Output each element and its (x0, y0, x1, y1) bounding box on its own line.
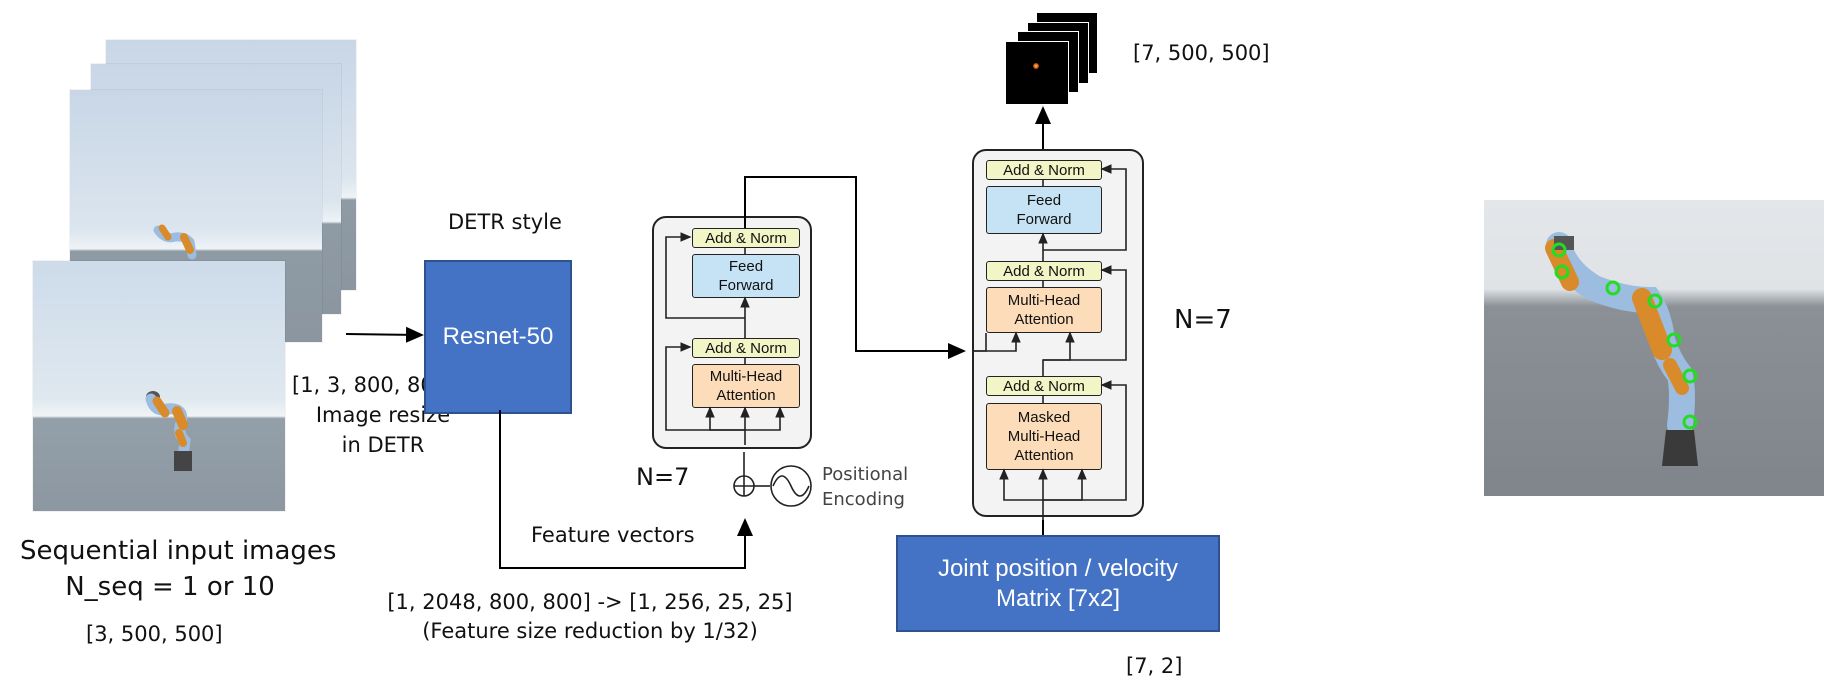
input-title-line2: N_seq = 1 or 10 (65, 572, 275, 602)
encoder-ff-line2: Forward (718, 277, 774, 294)
resnet-50-block: Resnet-50 (424, 260, 572, 414)
positional-encoding-line1: Positional (822, 464, 909, 485)
encoder-add-norm-top: Add & Norm (692, 228, 800, 248)
robot-arm-icon (145, 391, 192, 471)
resnet-50-label: Resnet-50 (442, 323, 554, 350)
resize-line2: in DETR (341, 433, 425, 457)
joint-query-line1: Joint position / velocity (937, 554, 1179, 582)
input-title-line1: Sequential input images (20, 536, 337, 566)
encoder-add-norm-bottom: Add & Norm (692, 338, 800, 358)
input-image-front (33, 261, 285, 511)
decoder-cross-attention: Multi-Head Attention (986, 287, 1102, 333)
joint-query-box: Joint position / velocity Matrix [7x2] (896, 535, 1220, 632)
decoder-masked-line3: Attention (1014, 447, 1074, 464)
feature-shape-line: [1, 2048, 800, 800] -> [1, 256, 25, 25] (387, 590, 793, 614)
arrow-images-to-resnet (345, 326, 424, 343)
decoder-cross-att-line2: Attention (1014, 311, 1074, 328)
detr-style-label: DETR style (448, 210, 562, 234)
decoder-add-norm-mid: Add & Norm (986, 261, 1102, 281)
encoder-att-line2: Attention (716, 387, 776, 404)
encoder-add-norm-top-label: Add & Norm (705, 229, 787, 247)
decoder-repeat-label: N=7 (1174, 305, 1232, 335)
encoder-repeat-label: N=7 (636, 463, 690, 491)
encoder-feed-forward: Feed Forward (692, 254, 800, 298)
query-shape: [7, 2] (1126, 654, 1183, 678)
heatmap-peak-icon (1033, 63, 1039, 69)
output-shape: [7, 500, 500] (1133, 41, 1270, 65)
encoder-ff-line1: Feed (728, 258, 764, 275)
feature-vectors-label: Feature vectors (531, 523, 695, 547)
encoder-att-line1: Multi-Head (709, 368, 783, 385)
positional-add-icon (733, 475, 755, 497)
decoder-feed-forward: Feed Forward (986, 186, 1102, 234)
positional-encoding-line2: Encoding (822, 489, 905, 510)
decoder-add-norm-mid-label: Add & Norm (1003, 262, 1085, 280)
robot-keypoints-icon (1545, 232, 1698, 466)
positional-encoding-icon (770, 465, 812, 507)
decoder-masked-line1: Masked (1017, 409, 1071, 426)
decoder-cross-att-line1: Multi-Head (1007, 292, 1081, 309)
decoder-add-norm-bottom-label: Add & Norm (1003, 377, 1085, 395)
keypoint-prediction-image (1484, 200, 1824, 496)
decoder-add-norm-top: Add & Norm (986, 160, 1102, 180)
heatmap-stack-1 (1005, 41, 1069, 105)
encoder-add-norm-bottom-label: Add & Norm (705, 339, 787, 357)
feature-reduction-line: (Feature size reduction by 1/32) (422, 619, 758, 643)
joint-query-line2: Matrix [7x2] (995, 584, 1121, 612)
decoder-ff-line1: Feed (1026, 192, 1062, 209)
decoder-masked-attention: Masked Multi-Head Attention (986, 403, 1102, 470)
encoder-block (652, 216, 812, 449)
robot-arm-small-icon (153, 224, 197, 260)
decoder-ff-line2: Forward (1016, 211, 1072, 228)
decoder-add-norm-bottom: Add & Norm (986, 376, 1102, 396)
encoder-multi-head-attention: Multi-Head Attention (692, 364, 800, 408)
input-shape: [3, 500, 500] (86, 622, 223, 646)
decoder-masked-line2: Multi-Head (1007, 428, 1081, 445)
decoder-add-norm-top-label: Add & Norm (1003, 161, 1085, 179)
